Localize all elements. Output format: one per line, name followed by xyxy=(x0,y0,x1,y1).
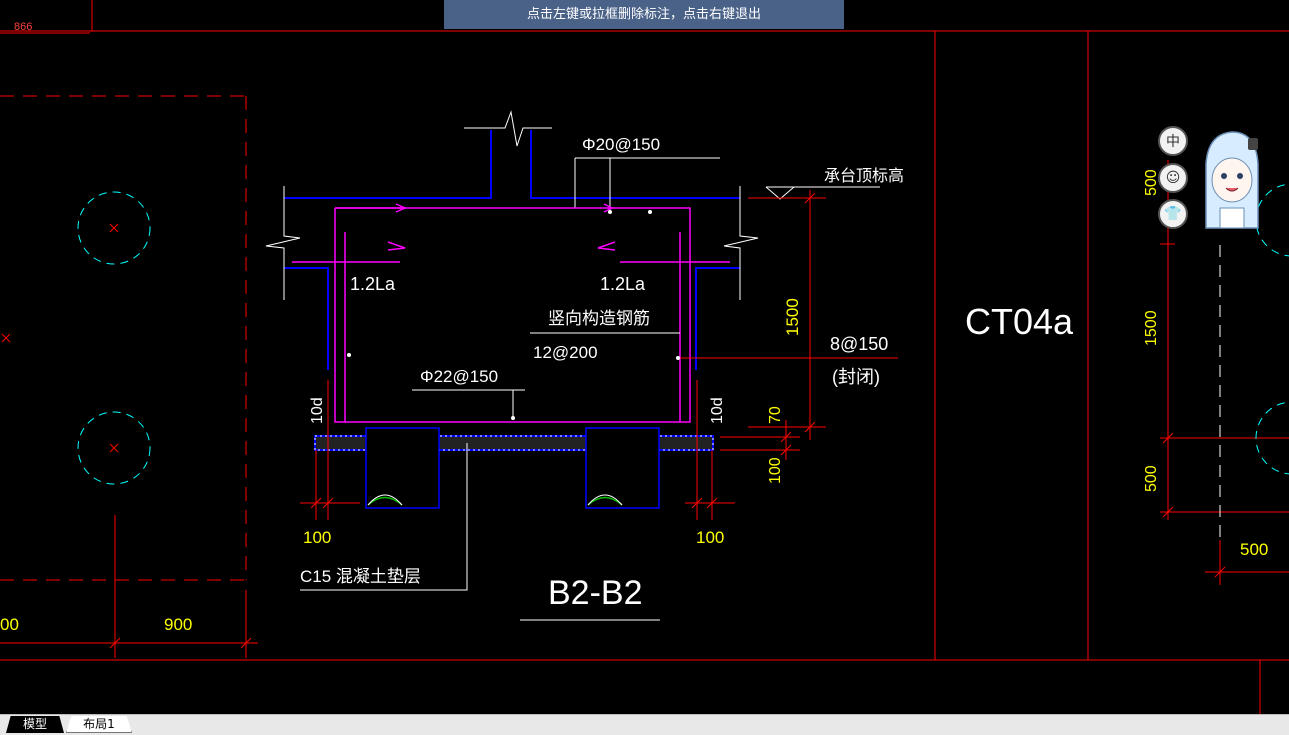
pile-breaks xyxy=(367,496,623,506)
vertical-rebar-spec: 12@200 xyxy=(533,343,598,362)
dim-10d-right-text: 10d xyxy=(709,397,726,424)
dim-10d-left-text: 10d xyxy=(309,397,326,424)
rebar-cage xyxy=(292,203,730,423)
dim-100-bottom-right-text: 100 xyxy=(696,528,724,547)
dim-100-right-text: 100 xyxy=(767,457,784,484)
left-piles xyxy=(77,191,151,485)
dim-100-bottom-left-text: 100 xyxy=(303,528,331,547)
top-left-dim-text: 866 xyxy=(14,21,32,33)
tab-model[interactable]: 模型 xyxy=(6,716,64,733)
left-bottom-dims xyxy=(0,515,258,658)
vertical-rebar-label: 竖向构造钢筋 xyxy=(548,309,650,328)
right-dim-500-top-text: 500 xyxy=(1143,169,1160,196)
right-dim-500-bottom-text: 500 xyxy=(1240,540,1268,559)
language-zh-icon[interactable]: 中 xyxy=(1158,126,1188,156)
side-rebar-spec: 8@150 xyxy=(830,334,888,354)
rebar-dots xyxy=(347,210,680,420)
section-walls xyxy=(284,130,740,370)
annotation-lines xyxy=(300,186,880,621)
layout-tab-bar: 模型 布局1 xyxy=(0,714,1289,735)
right-dim-500-mid-text: 500 xyxy=(1143,465,1160,492)
rebar-bottom-label: Φ22@150 xyxy=(420,367,498,386)
right-dim-1500-text: 1500 xyxy=(1143,310,1160,346)
anchor-left-label: 1.2La xyxy=(350,274,396,294)
tab-layout1[interactable]: 布局1 xyxy=(66,716,132,733)
frame-lines xyxy=(0,0,1289,714)
dim-70-text: 70 xyxy=(767,406,784,424)
rebar-top-label: Φ20@150 xyxy=(582,135,660,154)
section-dims xyxy=(300,190,898,520)
emoji-face-icon[interactable]: ☺ xyxy=(1158,163,1188,193)
pile-break-white xyxy=(367,494,623,506)
anchor-right-label: 1.2La xyxy=(600,274,646,294)
side-rebar-note: (封闭) xyxy=(832,367,880,387)
break-lines xyxy=(265,110,759,300)
left-dim-00-text: 00 xyxy=(0,615,19,634)
section-title: B2-B2 xyxy=(548,574,643,612)
cap-id-label: CT04a xyxy=(965,301,1074,342)
pile-center-marks xyxy=(1,223,119,453)
dim-1500-text: 1500 xyxy=(783,298,802,336)
shirt-icon[interactable]: 👕 xyxy=(1158,199,1188,229)
left-cap-outline xyxy=(0,95,247,581)
cad-drawing-canvas[interactable]: 866 Φ20@150 承台顶标高 1.2La 1.2La 竖向构造钢筋 12@… xyxy=(0,0,1289,714)
mascot-avatar-icon[interactable] xyxy=(1198,124,1262,232)
section-piles xyxy=(365,427,660,509)
left-dim-900-text: 900 xyxy=(164,615,192,634)
command-hint-bar: 点击左键或拉框删除标注，点击右键退出 xyxy=(444,0,844,29)
cap-top-elevation-label: 承台顶标高 xyxy=(824,167,904,185)
cushion-label: C15 混凝土垫层 xyxy=(300,567,421,586)
